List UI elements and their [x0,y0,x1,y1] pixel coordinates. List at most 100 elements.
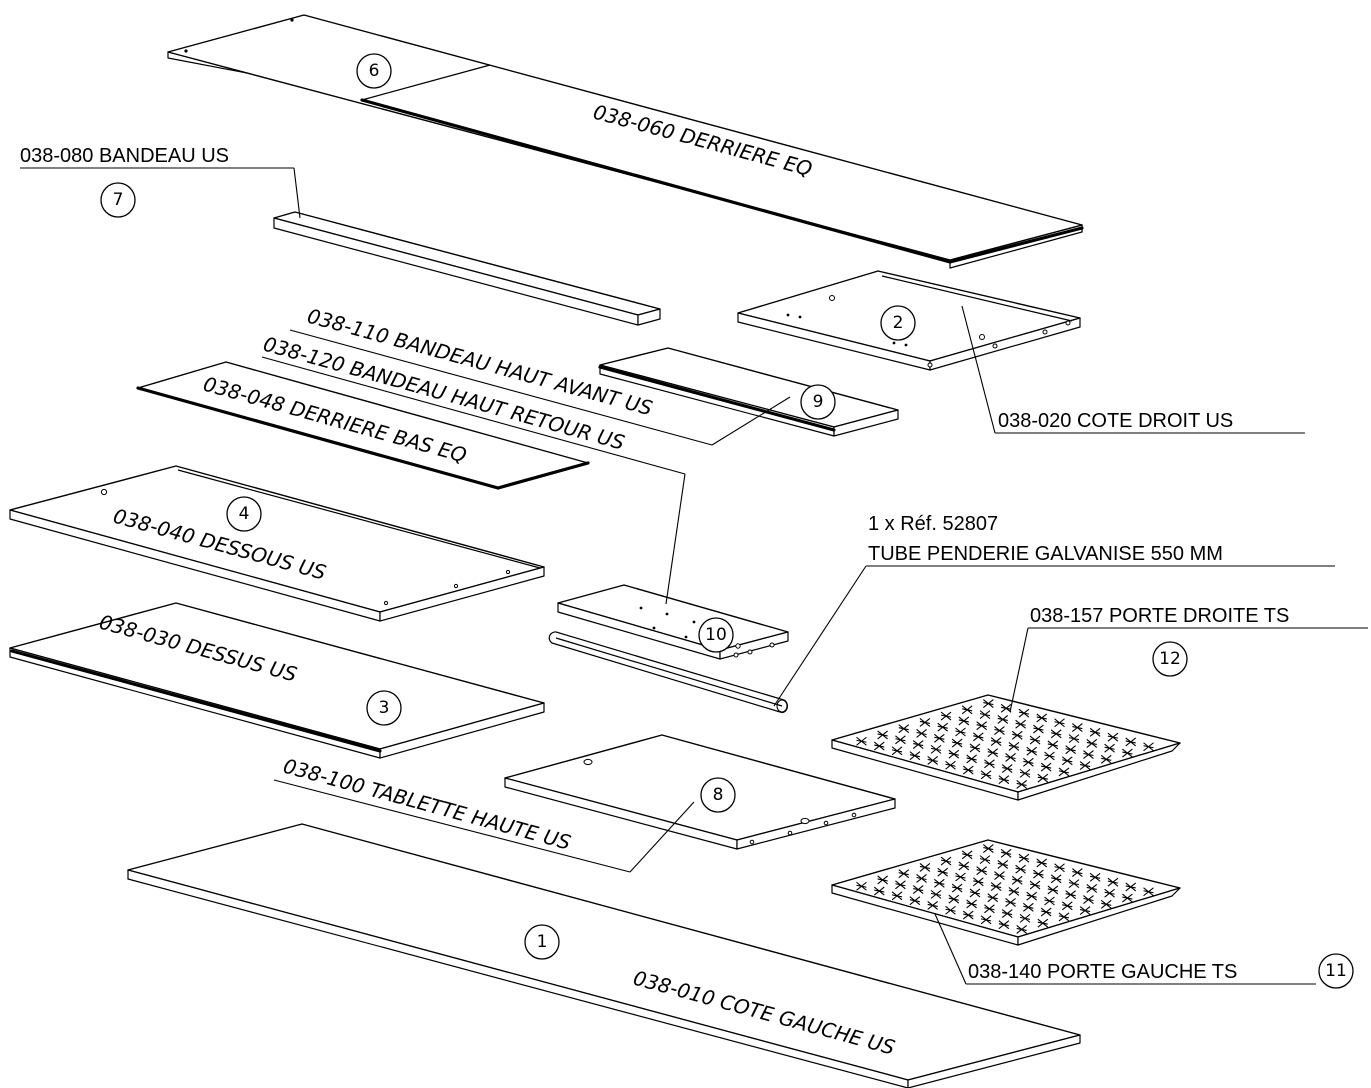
perforation-hole [958,861,970,871]
label-porte-gauche-ts: 038-140 PORTE GAUCHE TS [968,961,1237,983]
perforation-hole [1050,874,1062,884]
svg-text:9: 9 [813,392,824,412]
perforation-hole [1040,907,1052,917]
perforation-hole [934,878,945,888]
perforation-hole [1018,853,1030,863]
perforation-hole [1036,713,1048,723]
perforation-hole [951,738,963,748]
perforation-hole [1011,875,1023,885]
perforation-hole [982,844,994,853]
perforation-hole [1018,708,1030,718]
bubble-9: 9 [800,384,836,420]
svg-text:1: 1 [537,932,548,952]
perforation-hole [919,862,931,872]
perforation-hole [990,882,1002,892]
panel-tablette-haute-us [504,734,896,850]
perforation-hole [972,877,984,887]
perforation-hole [1054,718,1065,728]
perforation-hole [966,899,977,909]
svg-text:7: 7 [113,190,124,210]
perforation-hole [1143,742,1154,752]
perforation-hole [1015,719,1026,729]
tube-penderie [548,631,788,714]
perforation-hole [1061,901,1073,911]
bubble-12: 12 [1152,641,1188,677]
perforation-hole [1068,734,1080,744]
perforation-hole [1033,869,1044,879]
perforation-hole [1143,887,1154,897]
bubble-3: 3 [366,690,402,726]
bubble-10: 10 [698,617,734,653]
perforation-hole [994,871,1005,880]
bubble-7: 7 [100,182,136,218]
perforation-hole [994,726,1005,735]
perforation-hole [891,891,903,901]
perforation-hole [1086,738,1098,748]
perforation-hole [1047,740,1059,750]
perforation-hole [951,883,963,893]
perforation-hole [1054,863,1065,873]
perforation-hole [1047,885,1059,895]
perforation-hole [856,881,867,891]
perforation-hole [930,744,942,754]
panel-derriere-bas-eq [136,361,590,490]
bubble-8: 8 [700,777,736,813]
perforation-hole [1125,882,1137,892]
perforation-hole [1125,737,1137,747]
perforation-hole [976,866,987,876]
perforation-hole [1029,735,1041,745]
label-tube-desc: TUBE PENDERIE GALVANISE 550 MM [868,543,1223,565]
perforation-hole [1050,729,1062,739]
perforation-hole [927,901,939,910]
perforation-hole [1036,858,1048,868]
perforation-hole [873,886,885,896]
perforation-hole [891,746,903,756]
svg-text:6: 6 [369,61,380,81]
perforation-hole [1019,768,1031,778]
perforation-hole [1104,743,1115,753]
perforation-hole [972,732,984,742]
label-bandeau-us: 038-080 BANDEAU US [20,145,229,167]
panel-bandeau-us [273,211,661,326]
svg-text:3: 3 [379,698,390,718]
perforation-hole [919,717,931,727]
perforation-hole [958,716,970,726]
perforation-hole [1122,893,1133,903]
perforation-hole [909,751,921,761]
perforation-hole [895,735,906,745]
perforation-hole [997,859,1009,869]
label-cote-droit-us: 038-020 COTE DROIT US [998,410,1233,432]
perforation-hole [1008,741,1020,751]
bubble-11: 11 [1318,953,1354,989]
perforation-hole [948,749,960,759]
svg-text:12: 12 [1159,649,1181,669]
perforation-hole [1089,727,1101,737]
perforation-hole [997,714,1009,724]
perforation-hole [948,894,960,904]
leader-lines [20,167,1368,985]
perforation-hole [898,869,910,879]
perforation-hole [1015,864,1026,874]
svg-text:11: 11 [1325,961,1347,981]
perforation-hole [1026,746,1038,756]
perforation-hole [877,730,888,740]
perforation-hole [1005,898,1016,907]
bubble-1: 1 [524,924,560,960]
perforation-hole [934,733,945,743]
perforation-hole [1000,703,1012,713]
perforation-hole [940,711,952,721]
perforation-hole [1044,751,1055,761]
perforation-hole [1071,723,1083,732]
perforation-hole [1065,745,1076,755]
perforation-hole [873,741,885,751]
svg-text:2: 2 [893,313,904,333]
perforation-hole [1033,724,1044,734]
panel-porte-droite-ts [831,694,1181,801]
perforation-hole [927,756,939,765]
perforation-hole [990,737,1002,747]
perforation-hole [1016,925,1028,934]
perforation-hole [1000,848,1012,858]
perforation-hole [1026,891,1038,901]
perforation-hole [898,724,910,734]
